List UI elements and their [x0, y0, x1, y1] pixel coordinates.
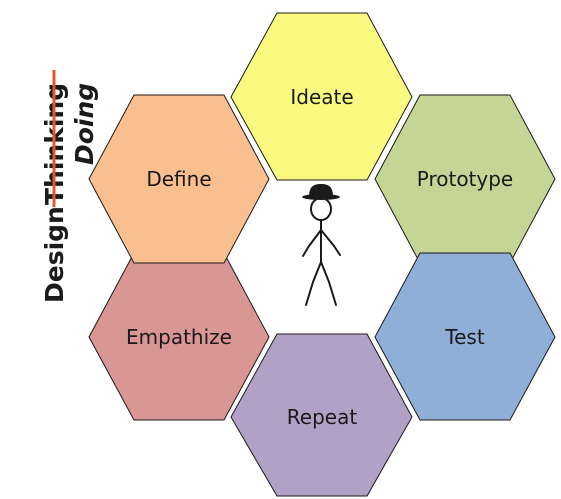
hex-test: Test: [374, 252, 556, 421]
hex-label-repeat: Repeat: [287, 405, 358, 429]
title-doing: Doing: [70, 83, 99, 165]
hex-label-define: Define: [146, 167, 211, 191]
hex-prototype: Prototype: [374, 94, 556, 264]
hex-ideate: Ideate: [230, 12, 413, 181]
stick-figure-with-hat-icon: [302, 184, 341, 306]
side-title: Design Thinking: [40, 70, 69, 303]
title-design: Design: [40, 206, 69, 303]
hexagon-ring: Ideate Prototype Test Repeat Empathize D…: [88, 12, 556, 497]
side-title-replacement: Doing: [70, 83, 99, 165]
hex-define: Define: [88, 94, 270, 264]
hex-label-ideate: Ideate: [290, 85, 353, 109]
hex-label-prototype: Prototype: [417, 167, 513, 191]
hex-empathize: Empathize: [88, 252, 270, 421]
hex-label-test: Test: [444, 325, 485, 349]
hex-label-empathize: Empathize: [126, 325, 232, 349]
hex-repeat: Repeat: [230, 333, 413, 497]
